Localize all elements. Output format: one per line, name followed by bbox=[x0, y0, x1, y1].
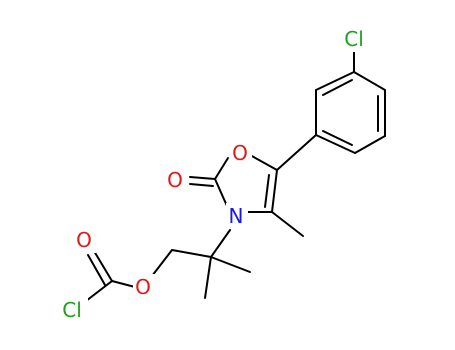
bond-c2-o-double-b bbox=[189, 183, 214, 187]
bond-c2-o-double-a bbox=[189, 176, 216, 180]
atom-o-carbonyl-label: O bbox=[167, 168, 183, 192]
atom-o-ring: O bbox=[230, 141, 252, 167]
atom-o-ring-label: O bbox=[232, 141, 248, 165]
atom-cl-aryl-label: Cl bbox=[344, 27, 364, 51]
bond-ring-c3-c4 bbox=[354, 135, 386, 154]
atom-cl-acyl: Cl bbox=[56, 297, 88, 323]
bond-ring-c6-c1-inner bbox=[322, 79, 353, 96]
bond-c4-methyl bbox=[271, 211, 304, 237]
bond-o1-c2 bbox=[214, 157, 229, 180]
bond-cq-methyl-down bbox=[204, 256, 212, 299]
bond-cq-methyl-right bbox=[210, 256, 251, 273]
bond-layer bbox=[85, 51, 386, 302]
atom-cl-aryl: Cl bbox=[338, 26, 370, 52]
bond-ring-c1-c2 bbox=[353, 71, 386, 91]
bond-o-cc bbox=[111, 280, 136, 288]
bond-n3-cq bbox=[210, 229, 231, 258]
atom-n-ring-label: N bbox=[229, 204, 244, 228]
atom-o-ester: O bbox=[133, 274, 155, 300]
atom-o-chloroformate-carbonyl: O bbox=[74, 227, 96, 253]
atom-o-chloroformate-carbonyl-label: O bbox=[76, 228, 92, 252]
bond-ring-c6-c1 bbox=[315, 71, 355, 91]
atom-label-layer: Cl O O N O O C bbox=[56, 26, 370, 323]
bond-cc-o-double-b bbox=[87, 254, 106, 286]
bond-ring-c4-c5 bbox=[315, 134, 356, 154]
bond-ring-c4-c5-inner bbox=[322, 130, 353, 146]
bond-c2-n3 bbox=[214, 178, 228, 207]
bond-aryl-c5 bbox=[276, 134, 317, 171]
bond-c5-o1 bbox=[249, 154, 278, 171]
bond-c4-c5 bbox=[271, 169, 278, 213]
bond-cc-cl bbox=[85, 280, 113, 302]
bond-c4-c5-inner bbox=[264, 174, 270, 208]
bond-cc-o-double-a bbox=[93, 250, 113, 282]
atom-n-ring: N bbox=[226, 203, 248, 229]
bond-ch2-o bbox=[151, 249, 173, 277]
bond-cq-ch2 bbox=[171, 249, 212, 258]
atom-o-ester-label: O bbox=[135, 275, 151, 299]
atom-o-carbonyl: O bbox=[165, 167, 187, 193]
atom-cl-acyl-label: Cl bbox=[62, 298, 82, 322]
